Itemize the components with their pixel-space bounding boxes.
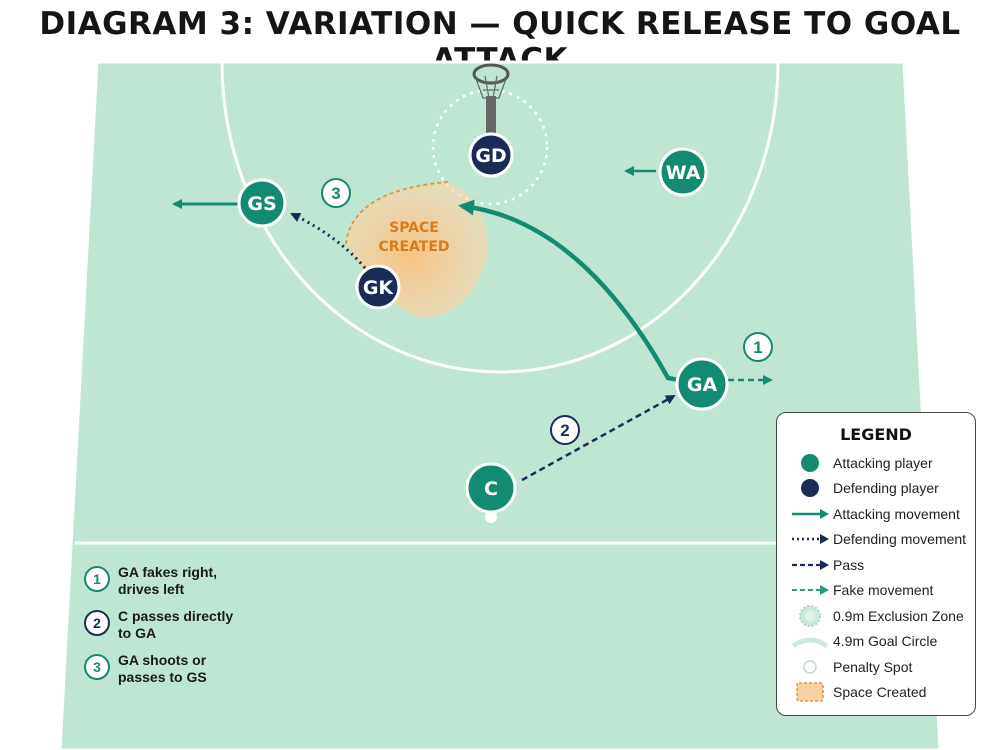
svg-text:GA: GA: [687, 374, 718, 396]
legend-label: 4.9m Goal Circle: [833, 633, 938, 650]
dotted-arrow-icon: [792, 534, 829, 545]
legend-label: Penalty Spot: [833, 658, 913, 675]
step-text: GA fakes right, drives left: [118, 564, 218, 597]
fake-arrow-icon: [792, 585, 829, 596]
svg-text:1: 1: [753, 338, 762, 357]
step-number: 1: [84, 566, 110, 592]
ga-attacking-movement: [458, 199, 701, 387]
legend-label: Space Created: [833, 684, 927, 701]
space-label-line2: CREATED: [378, 239, 449, 255]
goal-ring: [472, 63, 510, 85]
dashed-arrow-icon: [792, 559, 829, 570]
svg-text:2: 2: [560, 421, 569, 440]
marker-three: 3: [321, 178, 351, 208]
exclusion-zone-icon: [799, 604, 821, 627]
svg-text:GS: GS: [247, 193, 276, 215]
legend-label: Defending player: [833, 480, 939, 497]
legend-item: Penalty Spot: [777, 654, 975, 680]
legend-item: Space Created: [777, 680, 975, 706]
player-gk[interactable]: GK: [355, 264, 401, 310]
svg-text:3: 3: [331, 184, 340, 203]
space-label-line1: SPACE: [389, 220, 439, 236]
goal-post: [486, 96, 496, 134]
legend-item: Attacking movement: [777, 501, 975, 527]
svg-text:GD: GD: [475, 145, 506, 167]
court-boundary: [58, 60, 942, 750]
player-ga[interactable]: GA: [675, 357, 729, 411]
legend-label: Defending movement: [833, 531, 967, 548]
legend-item: Fake movement: [777, 578, 975, 604]
svg-text:WA: WA: [666, 162, 701, 184]
legend-box: LEGEND Attacking player Defending player…: [776, 412, 976, 716]
step-text: GA shoots or passes to GS: [118, 652, 207, 685]
step-item: 3 GA shoots or passes to GS: [84, 652, 284, 686]
diagram-title: DIAGRAM 3: VARIATION — QUICK RELEASE TO …: [39, 6, 961, 78]
legend-label: Attacking movement: [833, 505, 960, 522]
solid-arrow-icon: [792, 508, 829, 519]
goal-net: [474, 75, 508, 99]
step-item: 1 GA fakes right, drives left: [84, 564, 284, 598]
legend-item: Pass: [777, 552, 975, 578]
penalty-spot: [485, 511, 497, 523]
exclusion-zone: [431, 88, 549, 206]
penalty-spot-icon: [803, 660, 817, 674]
gk-defending-movement: [290, 212, 367, 269]
legend-label: Attacking player: [833, 454, 933, 471]
marker-one: 1: [743, 332, 773, 362]
legend-item: 4.9m Goal Circle: [777, 629, 975, 655]
step-number: 3: [84, 654, 110, 680]
legend-item: Defending player: [777, 476, 975, 502]
defending-player-icon: [801, 479, 819, 498]
step-text: C passes directly to GA: [118, 608, 234, 641]
svg-text:C: C: [484, 478, 498, 500]
goal-circle-icon: [791, 637, 829, 649]
legend-item: Attacking player: [777, 450, 975, 476]
legend-label: Pass: [833, 556, 865, 573]
legend-label: Fake movement: [833, 582, 934, 599]
marker-two: 2: [550, 415, 580, 445]
legend-item: 0.9m Exclusion Zone: [777, 603, 975, 629]
legend-item: Defending movement: [777, 527, 975, 553]
player-gs[interactable]: GS: [237, 178, 287, 228]
c-pass: [521, 394, 676, 482]
attacking-player-icon: [801, 453, 819, 472]
space-created-icon: [796, 682, 824, 702]
legend-label: 0.9m Exclusion Zone: [833, 607, 964, 624]
step-list: 1 GA fakes right, drives left 2 C passes…: [84, 564, 284, 696]
svg-text:GK: GK: [363, 277, 395, 299]
player-gd[interactable]: GD: [468, 132, 514, 178]
legend-title: LEGEND: [840, 425, 912, 444]
player-wa[interactable]: WA: [658, 147, 708, 197]
court-surface: [60, 62, 940, 750]
step-number: 2: [84, 610, 110, 636]
player-c[interactable]: C: [465, 462, 517, 514]
step-item: 2 C passes directly to GA: [84, 608, 284, 642]
